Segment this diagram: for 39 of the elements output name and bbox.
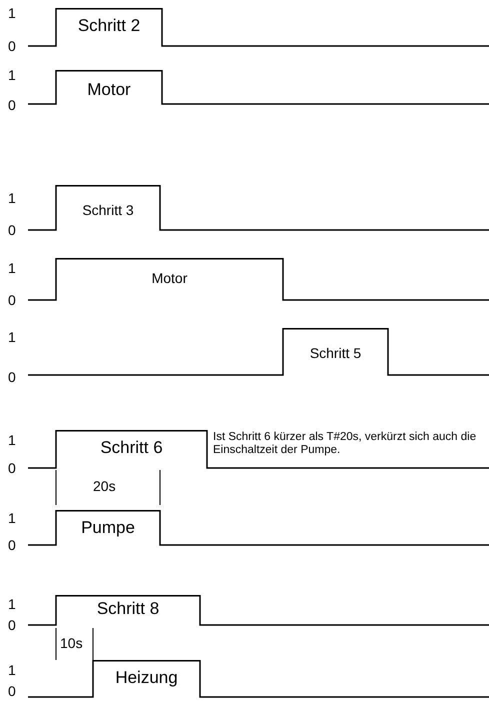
level-value: 0 [8, 537, 16, 553]
signal-waveform [28, 8, 489, 47]
level-value: 0 [8, 38, 16, 54]
level-value: 1 [8, 432, 16, 448]
signal-waveform [28, 70, 489, 105]
level-value: 1 [8, 510, 16, 526]
signal-name: Motor [150, 270, 188, 286]
signal-name: Pumpe [80, 518, 136, 538]
level-value: 1 [8, 190, 16, 206]
level-value: 0 [8, 617, 16, 633]
signal-waveform [28, 595, 489, 626]
signal-name: Heizung [114, 668, 179, 688]
level-value: 0 [8, 369, 16, 385]
level-value: 0 [8, 683, 16, 699]
signal-name: Schritt 2 [76, 16, 142, 36]
dimension-label: 10s [60, 635, 83, 651]
level-value: 0 [8, 460, 16, 476]
level-value: 0 [8, 222, 16, 238]
signal-name: Motor [86, 80, 132, 100]
signal-waveform [28, 430, 489, 469]
signal-waveform [28, 328, 489, 376]
signal-waveform [28, 660, 489, 698]
signal-waveform [28, 185, 489, 231]
level-value: 1 [8, 596, 16, 612]
note-text: Ist Schritt 6 kürzer als T#20s, verkürzt sich auch die Einschaltzeit der Pumpe. [213, 431, 478, 457]
signal-name: Schritt 8 [96, 599, 160, 619]
signal-name: Schritt 6 [99, 438, 164, 458]
signal-waveform [28, 510, 489, 546]
level-value: 1 [8, 329, 16, 345]
level-value: 1 [8, 662, 16, 678]
level-value: 0 [8, 292, 16, 308]
signal-waveform [28, 258, 489, 301]
level-value: 1 [8, 260, 16, 276]
level-value: 1 [8, 5, 16, 21]
level-value: 0 [8, 97, 16, 113]
signal-name: Schritt 5 [308, 345, 362, 361]
signal-name: Schritt 3 [81, 202, 135, 218]
level-value: 1 [8, 67, 16, 83]
dimension-label: 20s [93, 478, 116, 494]
